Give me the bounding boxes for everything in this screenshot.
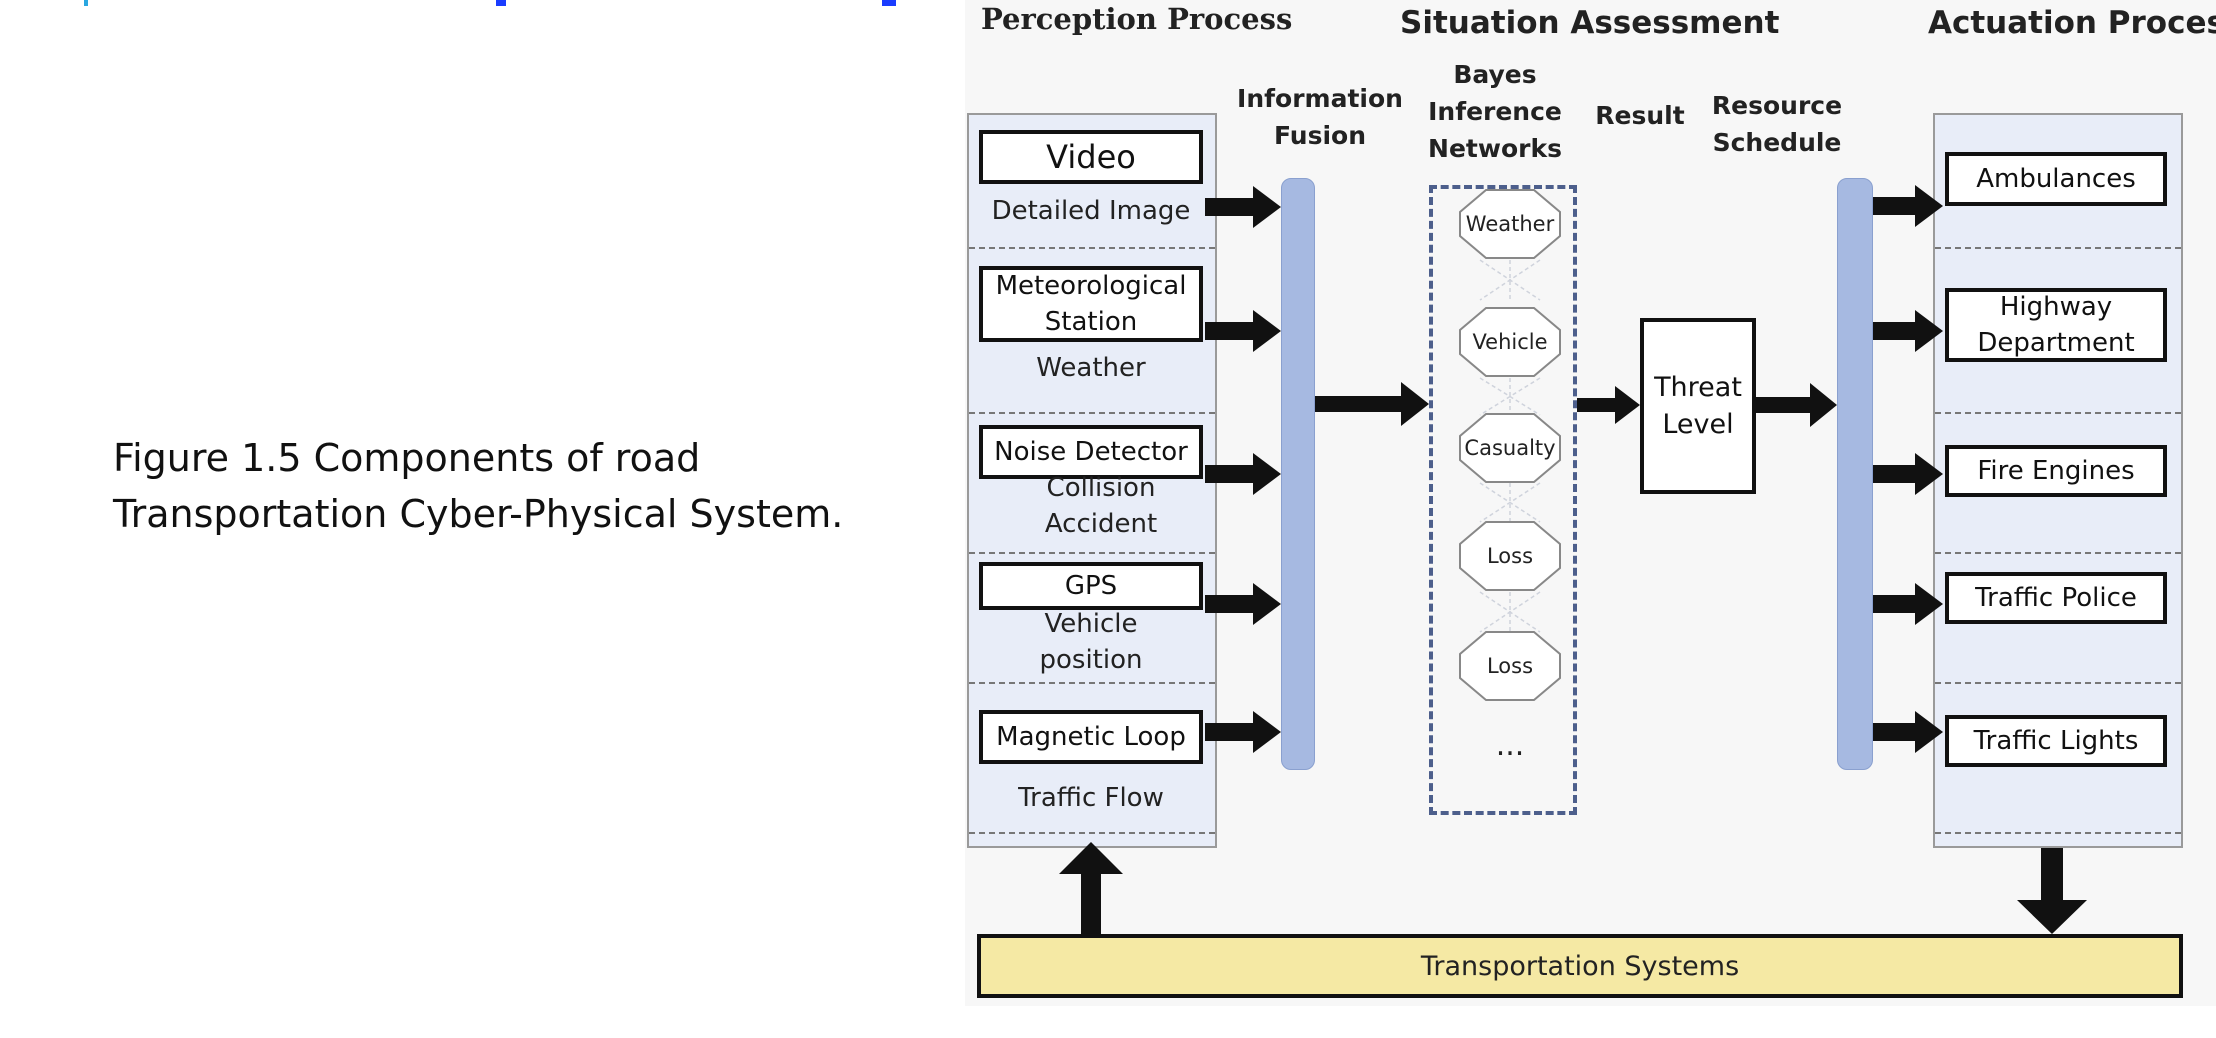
arrow-sensor-to-fusion [1205,453,1281,495]
divider [969,552,1215,554]
arrow-transport-to-perception [1059,842,1123,934]
bayes-node-vehicle: Vehicle [1456,306,1564,378]
arrow-result-to-schedule [1756,383,1837,427]
arrow-schedule-to-actuator [1873,711,1943,753]
sensor-noise-box: Noise Detector [979,425,1203,479]
sensor-meteorological-data: Weather [1036,353,1146,383]
heading-situation: Situation Assessment [1400,5,1780,41]
divider [969,832,1215,834]
top-line-cyan [84,0,88,6]
caption-line-2: Transportation Cyber-Physical System. [113,492,844,536]
actuator-fire-engines: Fire Engines [1945,445,2167,497]
heading-actuation: Actuation Process [1928,5,2216,41]
arrow-sensor-to-fusion [1205,310,1281,352]
arrow-schedule-to-actuator [1873,583,1943,625]
bayes-network-frame [1429,185,1577,815]
top-line-blue [882,0,896,6]
sensor-video-box: Video [979,130,1203,184]
arrow-bayes-to-result [1577,386,1640,424]
heading-perception: Perception Process [981,2,1293,36]
arrow-sensor-to-fusion [1205,186,1281,228]
divider [969,682,1215,684]
divider [1935,682,2181,684]
bayes-node-casualty: Casualty [1456,412,1564,484]
resource-schedule-bar [1837,178,1873,770]
arrow-sensor-to-fusion [1205,711,1281,753]
arrow-fusion-to-bayes [1315,382,1429,426]
flow-arrows [1059,185,2087,934]
sensor-video-data: Detailed Image [991,196,1191,226]
actuator-traffic-police: Traffic Police [1945,572,2167,624]
label-result: Result [1595,101,1685,130]
arrow-schedule-to-actuator [1873,310,1943,352]
transportation-systems-bar: Transportation Systems [977,934,2183,998]
caption-line-1: Figure 1.5 Components of road [113,436,701,480]
bayes-node-loss: Loss [1456,630,1564,702]
bayes-node-loss: Loss [1456,520,1564,592]
top-line-blue [496,0,506,6]
arrow-actuation-to-transport [2017,848,2087,934]
divider [1935,412,2181,414]
divider [1935,247,2181,249]
actuator-traffic-lights: Traffic Lights [1945,715,2167,767]
sensor-magnetic-box: Magnetic Loop [979,710,1203,764]
information-fusion-bar [1281,178,1315,770]
sensor-gps-box: GPS [979,562,1203,610]
divider [969,412,1215,414]
bayes-ellipsis: ... [1495,728,1525,763]
divider [1935,832,2181,834]
bayes-node-weather: Weather [1456,188,1564,260]
sensor-magnetic-data: Traffic Flow [1018,783,1164,813]
divider [969,247,1215,249]
diagram-figure: Perception Process Situation Assessment … [965,0,2216,1006]
actuator-ambulances: Ambulances [1945,152,2167,206]
arrow-schedule-to-actuator [1873,185,1943,227]
arrow-schedule-to-actuator [1873,453,1943,495]
arrow-sensor-to-fusion [1205,583,1281,625]
bayes-network-links [1479,259,1541,633]
figure-caption: Figure 1.5 Components of road Transporta… [113,430,843,542]
divider [1935,552,2181,554]
